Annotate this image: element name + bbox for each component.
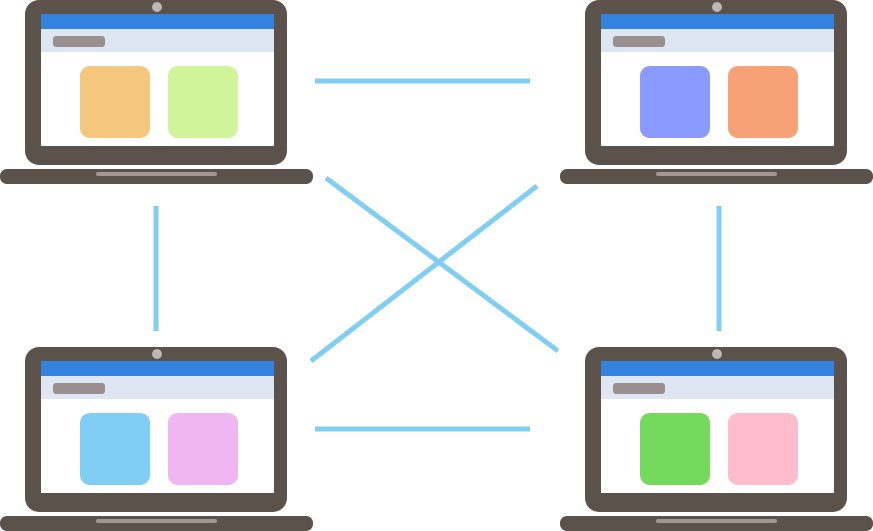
screen-header-bar (41, 361, 274, 376)
content-tile-2 (168, 413, 238, 485)
content-tile-2 (168, 66, 238, 138)
content-tile-1 (80, 413, 150, 485)
screen-header-bar (601, 14, 834, 29)
screen-nav-pill (53, 383, 105, 394)
camera-icon (712, 2, 722, 12)
screen-nav-pill (53, 36, 105, 47)
content-tile-1 (640, 413, 710, 485)
laptop-base-slot (656, 519, 777, 523)
laptop-bottom-left (0, 347, 313, 531)
laptop-top-right (560, 0, 873, 184)
screen-header-bar (41, 14, 274, 29)
camera-icon (152, 2, 162, 12)
laptop-top-left (0, 0, 313, 184)
laptop-base-slot (96, 172, 217, 176)
screen-nav-pill (613, 36, 665, 47)
screen-header-bar (601, 361, 834, 376)
screen-nav-pill (613, 383, 665, 394)
laptop-base (0, 516, 313, 531)
laptop-base (0, 169, 313, 184)
content-tile-2 (728, 66, 798, 138)
camera-icon (152, 349, 162, 359)
content-tile-1 (80, 66, 150, 138)
content-tile-2 (728, 413, 798, 485)
laptop-base (560, 169, 873, 184)
camera-icon (712, 349, 722, 359)
content-tile-1 (640, 66, 710, 138)
laptop-base-slot (656, 172, 777, 176)
laptop-bottom-right (560, 347, 873, 531)
laptop-base-slot (96, 519, 217, 523)
connection-line-top-right-to-bottom-left (311, 186, 537, 361)
laptop-base (560, 516, 873, 531)
